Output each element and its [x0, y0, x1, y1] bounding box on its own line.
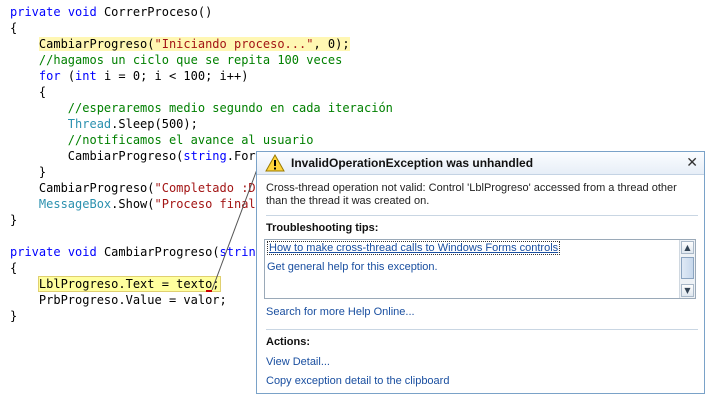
- code-line: //hagamos un ciclo que se repita 100 vec…: [10, 52, 393, 68]
- warning-icon: [265, 154, 285, 172]
- error-squiggle: [206, 290, 212, 292]
- code-token: private: [10, 245, 61, 259]
- code-token: int: [75, 69, 97, 83]
- code-token: [61, 245, 68, 259]
- code-token: [10, 277, 39, 291]
- scroll-thumb[interactable]: [681, 257, 694, 279]
- code-token: i = 0; i < 100; i++): [96, 69, 249, 83]
- code-token: CambiarProgreso(: [38, 37, 155, 51]
- code-token: [10, 117, 68, 131]
- code-token: [10, 53, 39, 67]
- actions-title: Actions:: [266, 336, 310, 348]
- code-line: LblProgreso.Text = texto;: [10, 276, 393, 292]
- code-editor[interactable]: private void CorrerProceso(){ CambiarPro…: [10, 4, 393, 324]
- code-line: //esperaremos medio segundo en cada iter…: [10, 100, 393, 116]
- code-token: [10, 69, 39, 83]
- code-token: .Sleep(500);: [111, 117, 198, 131]
- code-token: void: [67, 245, 97, 259]
- code-token: }: [10, 165, 47, 179]
- code-line: }: [10, 164, 393, 180]
- code-token: //notificamos el avance al usuario: [67, 133, 314, 147]
- code-token: [10, 197, 39, 211]
- code-token: [10, 133, 68, 147]
- code-token: [10, 101, 68, 115]
- search-help-online-link[interactable]: Search for more Help Online...: [266, 306, 415, 318]
- tip-link-cross-thread[interactable]: How to make cross-thread calls to Window…: [267, 241, 561, 255]
- code-token: PrbProgreso.Value = valor;: [10, 293, 227, 307]
- code-token: //esperaremos medio segundo en cada iter…: [67, 101, 393, 115]
- code-token: {: [10, 261, 18, 275]
- code-token: .Show(: [111, 197, 155, 211]
- code-token: [10, 37, 39, 51]
- code-line: for (int i = 0; i < 100; i++): [10, 68, 393, 84]
- code-line: {: [10, 260, 393, 276]
- code-token: void: [67, 5, 97, 19]
- code-line: {: [10, 20, 393, 36]
- code-token: , 0);: [313, 37, 350, 51]
- code-token: CambiarProgreso(: [10, 149, 184, 163]
- scroll-down-button[interactable]: ▼: [681, 284, 694, 297]
- close-icon[interactable]: ✕: [686, 155, 698, 171]
- code-token: CambiarProgreso(: [96, 245, 220, 259]
- code-token: "Completado :D": [154, 181, 263, 195]
- code-token: CambiarProgreso(: [10, 181, 155, 195]
- exception-assistant-dialog: InvalidOperationException was unhandled …: [256, 151, 705, 394]
- dialog-header: InvalidOperationException was unhandled …: [257, 152, 704, 175]
- exception-message: Cross-thread operation not valid: Contro…: [266, 182, 677, 207]
- troubleshooting-tips-list[interactable]: How to make cross-thread calls to Window…: [264, 239, 696, 299]
- code-line: CambiarProgreso("Iniciando proceso...", …: [10, 36, 393, 52]
- code-token: //hagamos un ciclo que se repita 100 vec…: [38, 53, 343, 67]
- code-line: private void CambiarProgreso(string: [10, 244, 393, 260]
- code-token: [61, 5, 68, 19]
- view-detail-link[interactable]: View Detail...: [266, 356, 330, 368]
- code-token: CorrerProceso(): [96, 5, 213, 19]
- divider: [266, 215, 698, 216]
- code-line: PrbProgreso.Value = valor;: [10, 292, 393, 308]
- tip-link-general-help[interactable]: Get general help for this exception.: [267, 261, 438, 273]
- code-token: string: [183, 149, 227, 163]
- code-token: for: [38, 69, 61, 83]
- code-line: }: [10, 308, 393, 324]
- code-line: Thread.Sleep(500);: [10, 116, 393, 132]
- tips-scrollbar[interactable]: ▲ ▼: [679, 240, 695, 298]
- code-token: }: [10, 213, 18, 227]
- code-token: {: [10, 85, 47, 99]
- code-token: {: [10, 21, 18, 35]
- code-token: (: [60, 69, 76, 83]
- code-token: LblProgreso.Text = texto;: [37, 276, 221, 292]
- code-token: }: [10, 309, 18, 323]
- code-token: MessageBox: [38, 197, 112, 211]
- code-token: "Iniciando proceso...": [154, 37, 314, 51]
- code-line: private void CorrerProceso(): [10, 4, 393, 20]
- code-line: //notificamos el avance al usuario: [10, 132, 393, 148]
- code-line: {: [10, 84, 393, 100]
- code-token: Thread: [67, 117, 112, 131]
- divider: [266, 329, 698, 330]
- copy-exception-detail-link[interactable]: Copy exception detail to the clipboard: [266, 375, 450, 387]
- code-token: private: [10, 5, 61, 19]
- code-line: }: [10, 212, 393, 228]
- troubleshooting-title: Troubleshooting tips:: [266, 222, 379, 234]
- scroll-up-button[interactable]: ▲: [681, 241, 694, 254]
- dialog-title: InvalidOperationException was unhandled: [291, 156, 534, 170]
- code-token: "Proceso finali: [154, 197, 263, 211]
